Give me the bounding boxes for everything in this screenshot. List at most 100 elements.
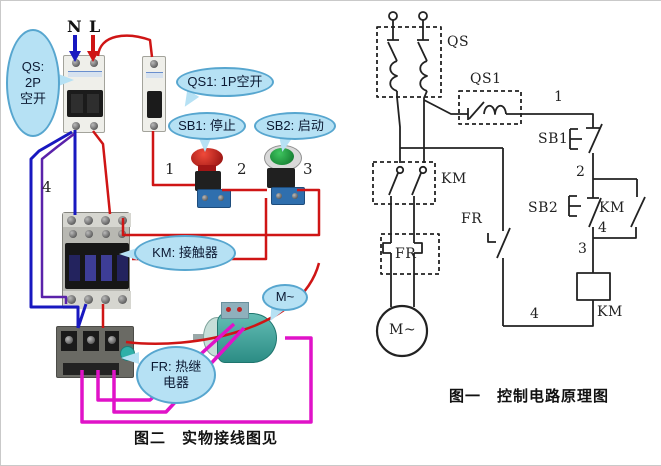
terminal-screw	[84, 216, 93, 225]
indicator-window	[69, 255, 80, 281]
breaker-1p-qs1	[142, 56, 166, 132]
schematic-qs-label: QS	[447, 34, 470, 50]
button-terminal-base	[197, 189, 231, 208]
callout-km: KM: 接触器	[134, 235, 236, 271]
terminal-dot	[237, 307, 242, 312]
terminal-screw	[202, 195, 208, 201]
schematic-number-4-branch: 4	[598, 220, 607, 236]
terminal-screw	[90, 122, 98, 130]
indicator-window	[85, 255, 96, 281]
callout-qs1: QS1: 1P空开	[176, 67, 274, 97]
schematic-number-1: 1	[554, 89, 563, 105]
breaker-handle-block	[147, 91, 162, 118]
callout-motor: M~	[262, 284, 308, 311]
schematic-fr-contact-label: FR	[461, 211, 483, 227]
schematic-km-coil-label: KM	[597, 304, 623, 320]
breaker-brand-strip	[68, 71, 102, 77]
callout-sb2-text: SB2: 启动	[266, 117, 324, 133]
relay-terminal-block	[83, 331, 99, 351]
schematic-number-4-bottom: 4	[530, 306, 539, 322]
terminal-screw	[276, 193, 282, 199]
schematic-km-main-label: KM	[441, 171, 467, 187]
km-main-dashed-box	[372, 161, 436, 205]
callout-sb2: SB2: 启动	[254, 112, 336, 140]
contactor-top-strip	[63, 213, 131, 227]
schematic-qs1-label: QS1	[470, 71, 502, 87]
green-cap	[270, 148, 294, 165]
callout-qs: QS: 2P 空开	[6, 29, 60, 137]
callout-sb1: SB1: 停止	[168, 112, 246, 140]
callout-qs-line1: QS:	[21, 58, 45, 74]
callout-motor-text: M~	[275, 289, 295, 305]
terminal-screw	[65, 336, 73, 344]
schematic-number-2: 2	[576, 164, 585, 180]
wire-number-2: 2	[237, 160, 247, 178]
callout-fr: FR: 热继 电器	[136, 346, 216, 404]
qs-dashed-box	[376, 26, 442, 98]
phase-label-n: N	[67, 17, 82, 36]
button-terminal-base	[271, 187, 305, 205]
callout-fr-tail	[121, 352, 139, 364]
schematic-number-3: 3	[578, 241, 587, 257]
motor-body	[217, 313, 277, 363]
callout-qs-tail	[56, 73, 74, 87]
handle-notch	[87, 94, 99, 113]
terminal-screw	[72, 59, 80, 67]
terminal-screw	[118, 216, 127, 225]
terminal-screw	[101, 216, 110, 225]
terminal-screw	[118, 295, 127, 304]
red-mushroom-cap	[191, 148, 223, 168]
button-body	[267, 168, 295, 188]
schematic-motor-label: M~	[389, 322, 417, 338]
terminal-screw	[84, 295, 93, 304]
relay-terminal-block	[105, 331, 119, 351]
terminal-screw	[218, 195, 224, 201]
terminal-screw	[101, 295, 110, 304]
callout-fr-line2: 电器	[162, 375, 189, 390]
phase-label-l: L	[89, 17, 101, 36]
button-body	[195, 171, 221, 191]
relay-bottom-pins	[63, 363, 119, 375]
callout-qs-line3: 空开	[19, 91, 46, 107]
schematic-km-aux-label: KM	[599, 200, 625, 216]
terminal-screw	[67, 216, 76, 225]
contactor-km	[62, 212, 131, 309]
figure2-caption: 图二 实物接线图见	[133, 430, 278, 447]
terminal-screw	[150, 60, 158, 68]
supply-terminal	[388, 11, 398, 21]
relay-terminal-block	[61, 331, 77, 351]
terminal-screw	[150, 122, 158, 130]
wire-number-4: 4	[42, 178, 52, 196]
handle-notch	[71, 94, 83, 113]
indicator-window	[101, 255, 112, 281]
pushbutton-sb2-start	[262, 143, 306, 207]
terminal-screw	[90, 59, 98, 67]
terminal-screw	[108, 336, 116, 344]
terminal-screw	[72, 122, 80, 130]
callout-qs-line2: 2P	[25, 74, 41, 90]
terminal-screw	[85, 230, 93, 238]
button-neck	[198, 165, 216, 172]
qs1-dashed-box	[458, 90, 522, 125]
pushbutton-sb1-stop	[189, 146, 231, 208]
motor-terminal-box	[221, 302, 249, 319]
km-coil	[576, 272, 611, 301]
callout-sb1-text: SB1: 停止	[178, 117, 236, 133]
terminal-screw	[69, 230, 77, 238]
schematic-fr-heater-label: FR	[395, 246, 417, 262]
terminal-screw	[292, 193, 298, 199]
schematic-sb2-label: SB2	[528, 200, 559, 216]
callout-sb1-tail	[198, 136, 212, 152]
figure1-caption: 图一 控制电路原理图	[448, 388, 609, 405]
breaker-handle-block	[67, 90, 103, 117]
breaker-2p-qs	[63, 55, 105, 133]
breaker-brand-strip	[146, 72, 163, 78]
terminal-screw	[102, 230, 110, 238]
terminal-screw	[67, 295, 76, 304]
supply-terminal	[418, 11, 428, 21]
terminal-dot	[226, 307, 231, 312]
schematic-sb1-label: SB1	[538, 131, 569, 147]
wire-number-3: 3	[303, 160, 313, 178]
wire-number-1: 1	[165, 160, 175, 178]
